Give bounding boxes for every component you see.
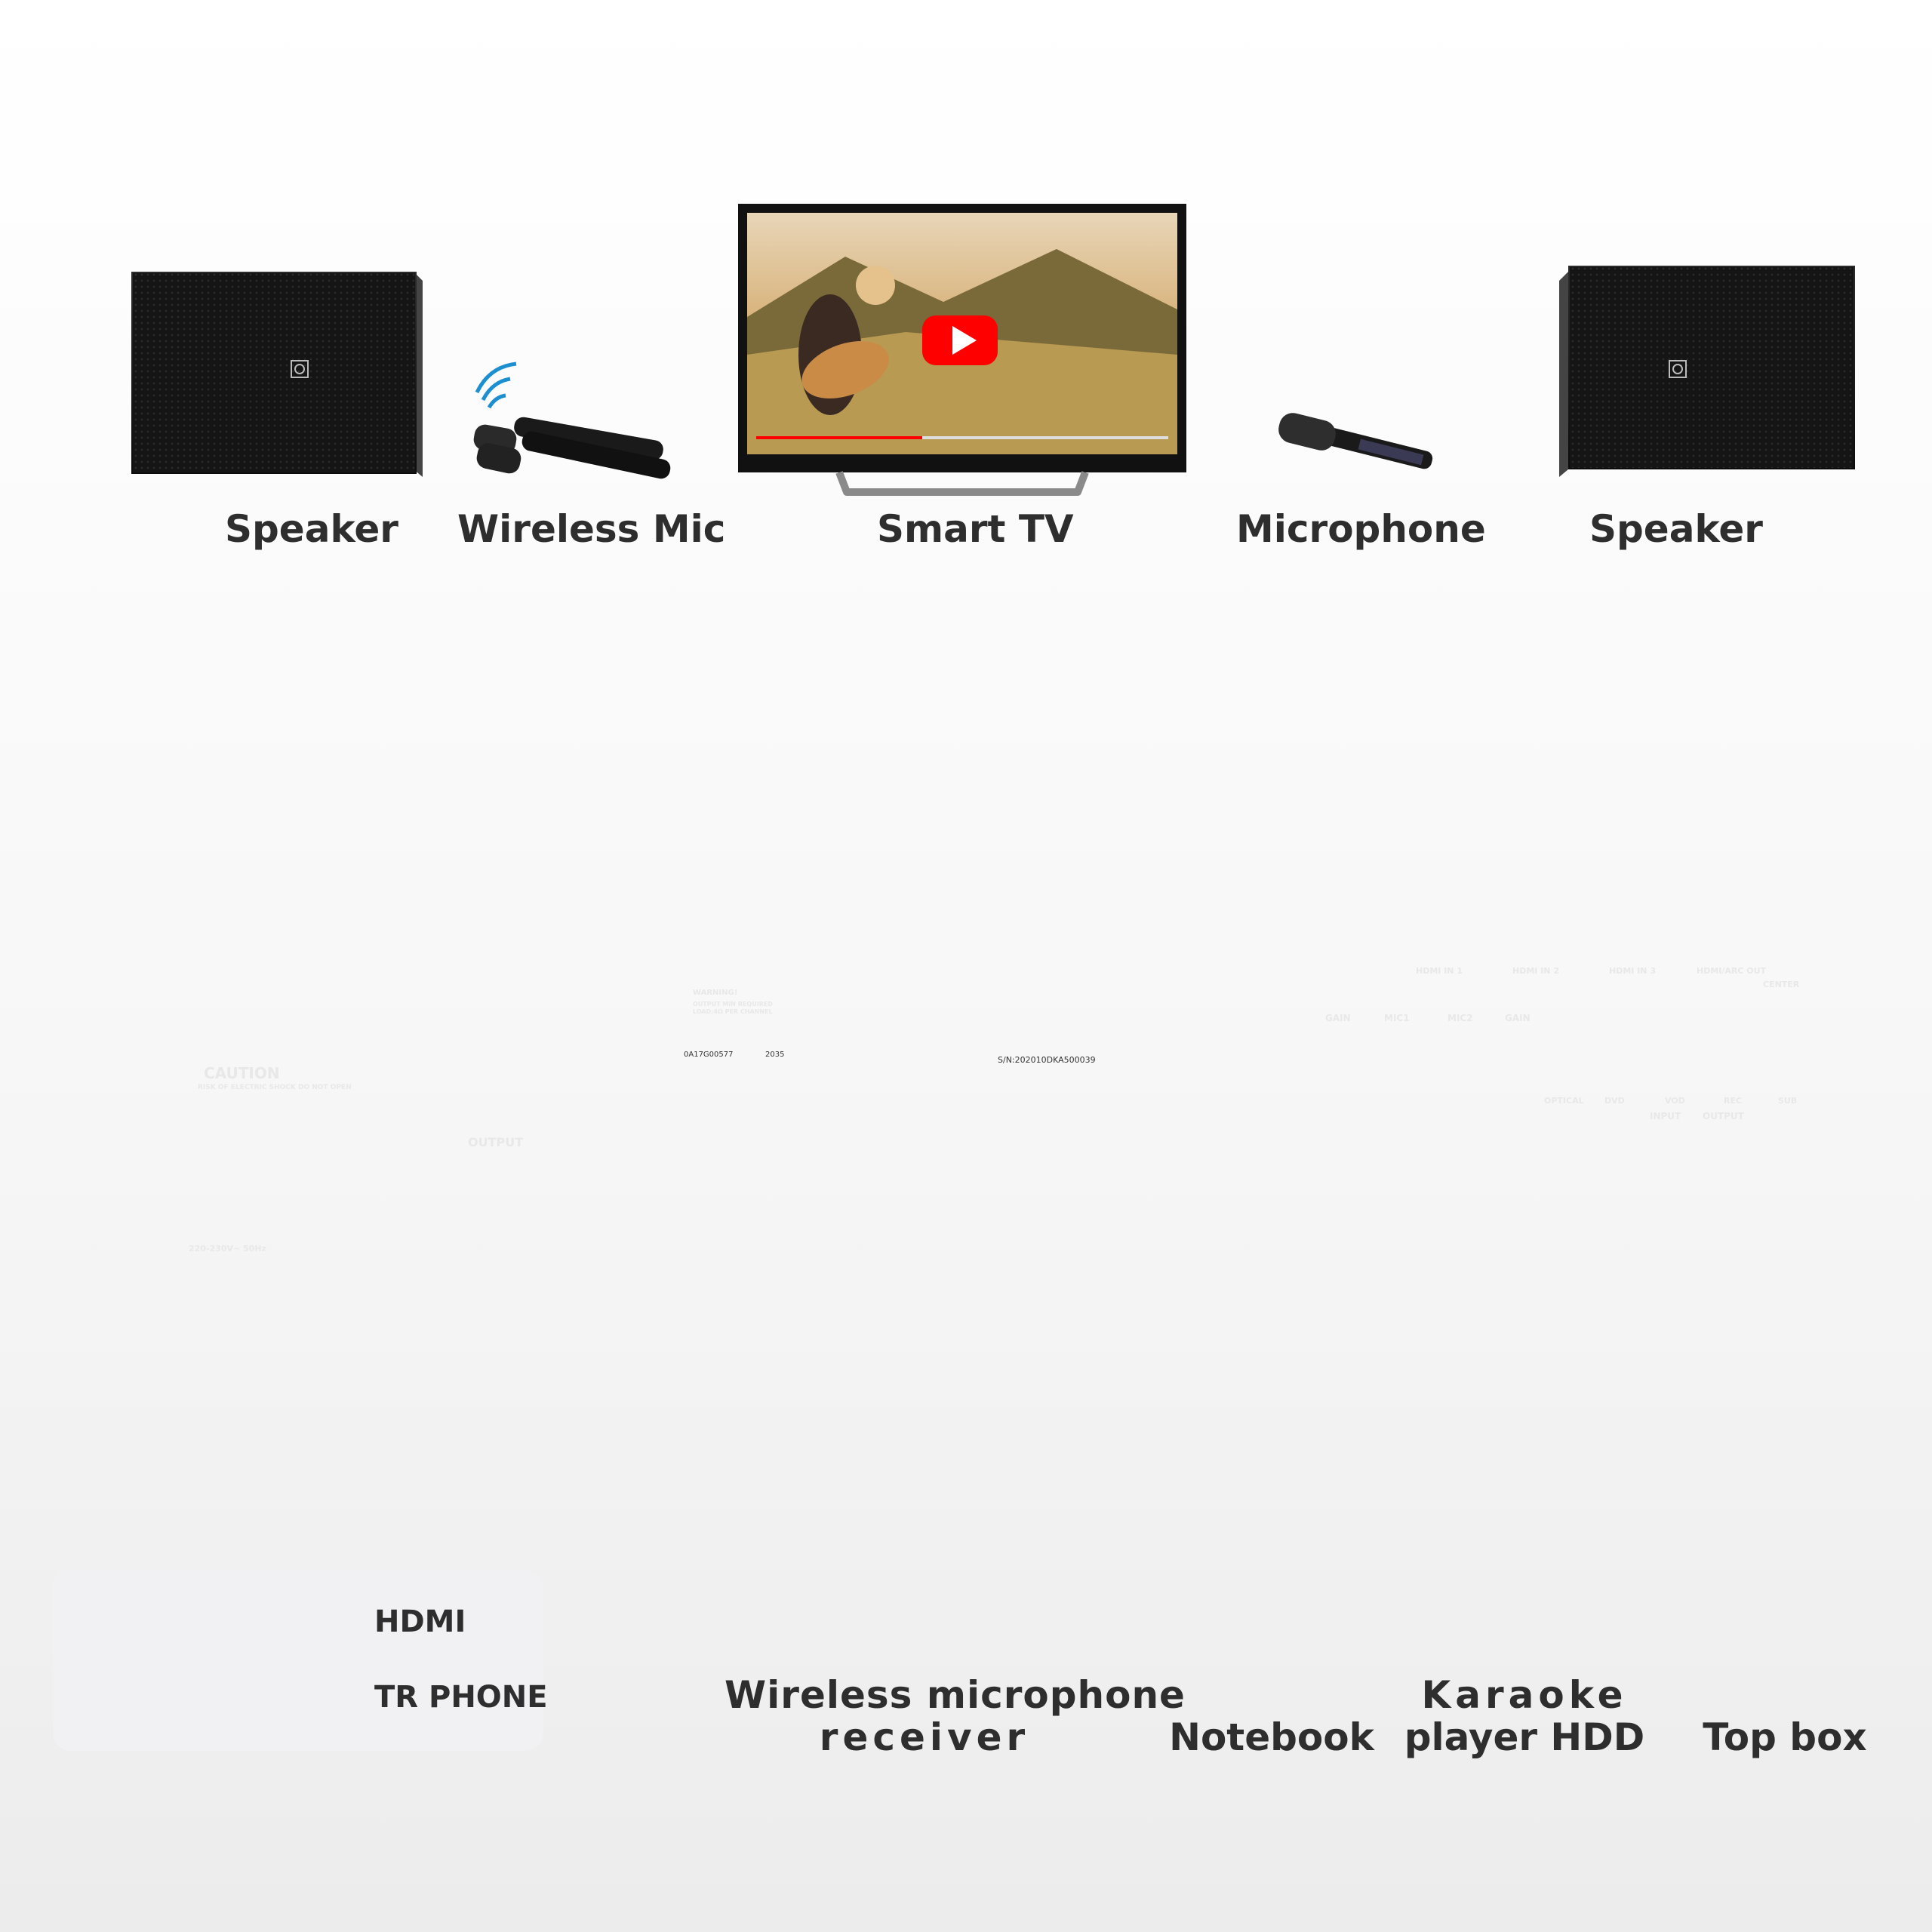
wireless-receiver-label: Wireless microphone receiver [724,1673,1186,1759]
output-terminal-label: OUTPUT [468,1135,524,1149]
wireless-mic-image [473,361,671,479]
vod-label: VOD [1665,1096,1685,1106]
hdmi-in-2-label: HDMI IN 2 [1512,966,1559,976]
top-box-label: Top box [1703,1715,1867,1759]
caution-title: CAUTION [204,1064,280,1082]
microphone-label: Microphone [1236,507,1486,551]
hdmi-arc-out-label: HDMI/ARC OUT [1697,966,1767,976]
gain-right-label: GAIN [1505,1013,1531,1023]
hdmi-in-1-label: HDMI IN 1 [1416,966,1463,976]
speaker-left-label: Speaker [225,507,398,551]
dvd-label: DVD [1604,1096,1625,1106]
center-label: CENTER [1763,980,1800,989]
sub-label: SUB [1778,1096,1798,1106]
karaoke-player-label-line2: player HDD [1404,1715,1645,1759]
smart-tv-label: Smart TV [877,507,1074,551]
mic2-label: MIC2 [1447,1013,1473,1023]
smart-tv-image [738,204,1186,496]
caution-subtext: RISK OF ELECTRIC SHOCK DO NOT OPEN [198,1084,352,1091]
karaoke-player-label-line1: Karaoke [1421,1673,1628,1717]
speaker-right-image [1559,266,1855,477]
optical-label: OPTICAL [1544,1096,1584,1106]
mic1-label: MIC1 [1384,1013,1410,1023]
speaker-left-image [131,272,423,477]
microphone-image [1278,413,1433,469]
output-section-label: OUTPUT [1703,1111,1744,1121]
wireless-mic-label: Wireless Mic [457,507,726,551]
rec-label: REC [1724,1096,1743,1106]
serial-label-left: 0A17G00577 [684,1051,734,1059]
legend-hdmi-label: HDMI [374,1604,466,1639]
warning-title: WARNING! [693,989,738,997]
karaoke-player-label: Karaoke player HDD [1404,1674,1645,1758]
wireless-receiver-label-line1: Wireless microphone [724,1673,1186,1717]
input-section-label: INPUT [1650,1111,1681,1121]
speaker-right-label: Speaker [1589,507,1763,551]
serial-label-right: S/N:202010DKA500039 [998,1055,1096,1065]
legend-tr-phone-label: TR PHONE [374,1680,548,1715]
hdmi-in-3-label: HDMI IN 3 [1609,966,1656,976]
serial-label-left-b: 2035 [765,1051,785,1059]
wireless-receiver-label-line2: receiver [819,1715,1030,1759]
notebook-label: Notebook [1169,1715,1374,1759]
gain-left-label: GAIN [1325,1013,1351,1023]
power-rating-label: 220-230V~ 50Hz [189,1244,266,1254]
warning-text: OUTPUT MIN REQUIRED LOAD:4Ω PER CHANNEL [693,1001,773,1015]
